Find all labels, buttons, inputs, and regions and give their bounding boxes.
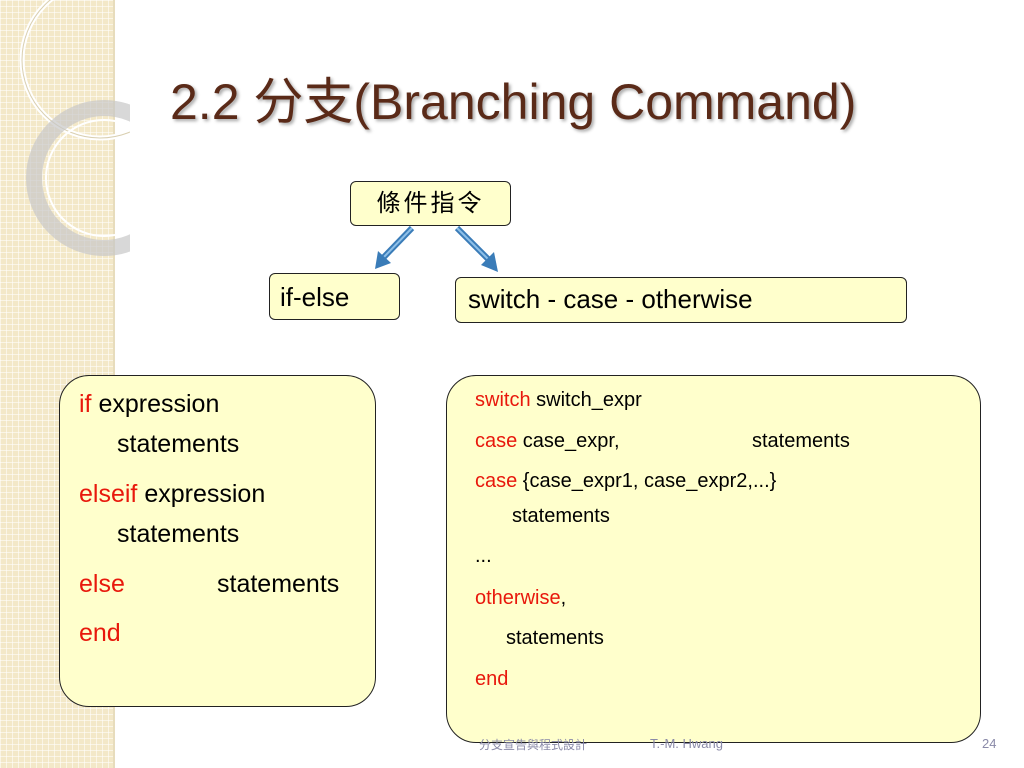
keyword: if <box>79 390 92 418</box>
code-line: statements <box>752 430 850 452</box>
switch-case-box: switch - case - otherwise <box>455 277 907 323</box>
if-else-code-block: if expression statements elseif expressi… <box>59 375 376 707</box>
code-line: switch switch_expr <box>475 389 642 412</box>
diagram-root-box: 條件指令 <box>350 181 511 226</box>
decorative-circles <box>19 0 130 256</box>
keyword: case <box>475 430 518 452</box>
slide-title: 2.2 分支(Branching Command) <box>170 74 857 130</box>
keyword: end <box>79 619 121 647</box>
code-line: statements <box>506 627 604 649</box>
code-text: switch_expr <box>530 389 642 411</box>
page-number: 24 <box>982 736 997 751</box>
footer-course: 分支宣告與程式設計 <box>479 738 588 752</box>
code-line: case case_expr, <box>475 430 620 453</box>
code-line: ... <box>475 545 492 567</box>
code-text: {case_expr1, case_expr2,...} <box>517 470 777 492</box>
code-line: statements <box>117 520 240 548</box>
keyword: switch <box>475 389 531 411</box>
code-line: case {case_expr1, case_expr2,...} <box>475 470 776 493</box>
keyword: case <box>475 470 518 492</box>
code-line: if expression <box>79 390 219 419</box>
code-text: , <box>560 587 567 609</box>
code-text: expression <box>91 390 220 418</box>
code-line: otherwise, <box>475 587 566 610</box>
code-line: statements <box>117 430 240 458</box>
code-line: elseif expression <box>79 480 265 509</box>
code-text: case_expr, <box>517 430 620 452</box>
keyword: end <box>475 668 509 690</box>
code-text: expression <box>137 480 266 508</box>
code-line: statements <box>217 570 340 598</box>
keyword: otherwise <box>475 587 561 609</box>
switch-code-block: switch switch_expr case case_expr, state… <box>446 375 981 743</box>
footer-author: T.-M. Hwang <box>650 736 723 751</box>
if-else-box: if-else <box>269 273 400 320</box>
keyword: elseif <box>79 480 138 508</box>
keyword: else <box>79 570 125 598</box>
code-line: statements <box>512 505 610 527</box>
